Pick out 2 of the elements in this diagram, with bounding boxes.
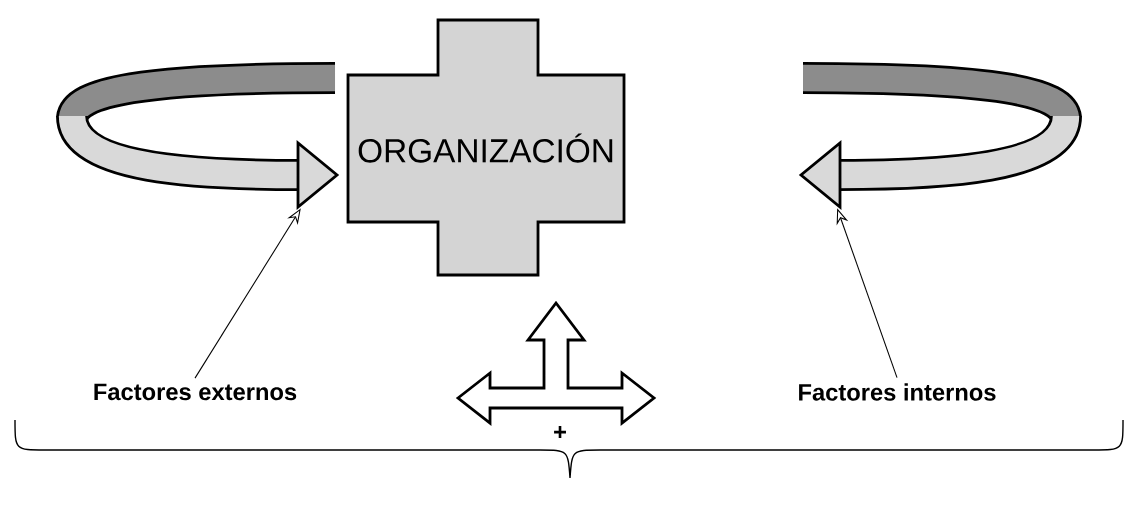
factor-label: Factores externos	[94, 383, 297, 401]
factor-label: Factores internos	[799, 383, 996, 401]
